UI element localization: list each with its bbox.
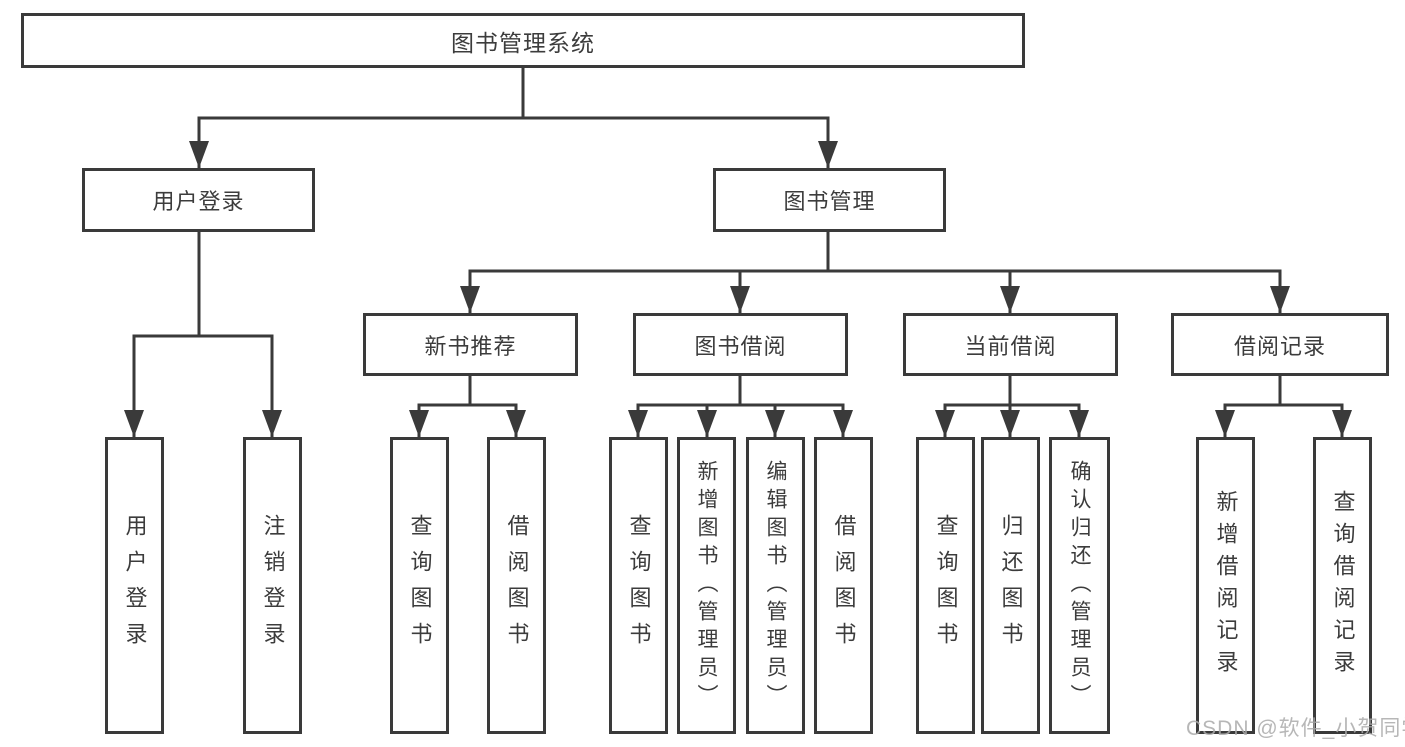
leaf-query-borrow-record: 查询借阅记录 <box>1313 437 1372 734</box>
node-label: 图书借阅 <box>694 333 787 359</box>
node-new-book-recommendation: 新书推荐 <box>363 313 578 376</box>
leaf-add-books-admin: 新增图书（管理员） <box>677 437 736 734</box>
leaf-label: 用户登录 <box>122 513 148 658</box>
leaf-label: 借阅图书 <box>504 513 530 658</box>
leaf-query-books-2: 查询图书 <box>609 437 668 734</box>
node-borrowing-records: 借阅记录 <box>1171 313 1389 376</box>
leaf-label: 查询图书 <box>407 513 433 658</box>
leaf-label: 查询图书 <box>933 513 959 658</box>
leaf-edit-books-admin: 编辑图书（管理员） <box>746 437 805 734</box>
node-book-borrowing: 图书借阅 <box>633 313 848 376</box>
node-label: 当前借阅 <box>964 333 1057 359</box>
node-label: 借阅记录 <box>1233 333 1326 359</box>
leaf-borrow-books-1: 借阅图书 <box>487 437 546 734</box>
node-label: 用户登录 <box>152 189 245 214</box>
node-library-management-system: 图书管理系统 <box>21 13 1025 68</box>
leaf-return-books: 归还图书 <box>981 437 1040 734</box>
leaf-label: 归还图书 <box>998 513 1024 658</box>
leaf-query-books-3: 查询图书 <box>916 437 975 734</box>
leaf-label: 确认归还（管理员） <box>1068 459 1091 712</box>
leaf-label: 注销登录 <box>260 513 286 658</box>
arrowheads <box>124 141 1352 437</box>
leaf-label: 查询借阅记录 <box>1330 489 1356 682</box>
leaf-user-login: 用户登录 <box>105 437 164 734</box>
node-current-borrowing: 当前借阅 <box>903 313 1118 376</box>
node-user-login: 用户登录 <box>82 168 315 232</box>
leaf-confirm-return-admin: 确认归还（管理员） <box>1049 437 1110 734</box>
node-label: 图书管理 <box>783 189 876 214</box>
leaf-label: 新增图书（管理员） <box>695 459 718 712</box>
leaf-borrow-books-2: 借阅图书 <box>814 437 873 734</box>
csdn-watermark: CSDN @软件_小贺同学 <box>1186 717 1405 740</box>
leaf-logout: 注销登录 <box>243 437 302 734</box>
node-label: 新书推荐 <box>424 333 517 359</box>
leaf-add-borrow-record: 新增借阅记录 <box>1196 437 1255 734</box>
leaf-label: 新增借阅记录 <box>1213 489 1239 682</box>
node-label: 图书管理系统 <box>451 29 595 56</box>
node-book-management: 图书管理 <box>713 168 946 232</box>
leaf-label: 编辑图书（管理员） <box>764 459 787 712</box>
leaf-query-books-1: 查询图书 <box>390 437 449 734</box>
leaf-label: 借阅图书 <box>831 513 857 658</box>
leaf-label: 查询图书 <box>626 513 652 658</box>
